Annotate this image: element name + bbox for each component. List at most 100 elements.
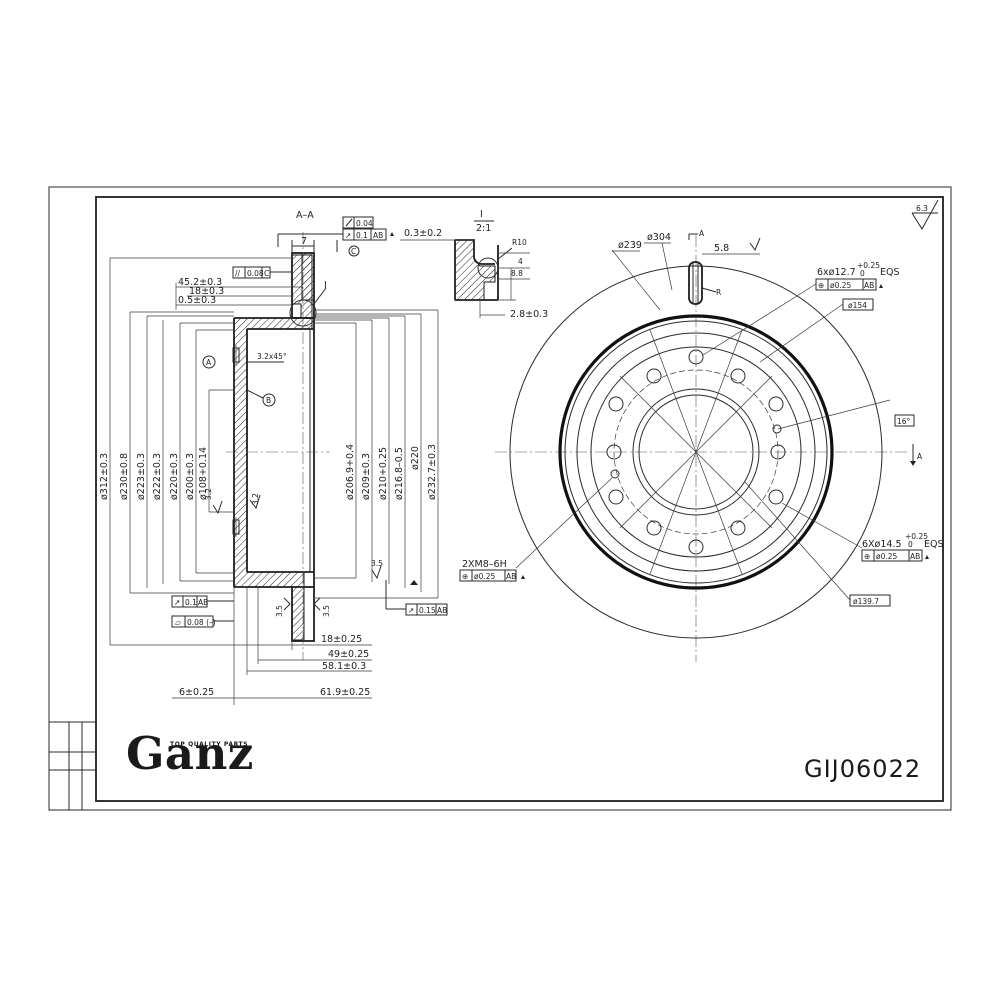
dim-d2069: ø206.9+0.4 [345,444,356,500]
svg-text:▱: ▱ [175,618,181,627]
callout-6x127: 6xø12.7 +0.25 0 EQS ⊕ ø0.25 AB [702,261,900,356]
dim-581: 58.1±0.3 [322,661,366,672]
callout-6x145: 6Xø14.5 +0.25 0 EQS ⊕ ø0.25 AB [781,502,944,562]
rotor-outer [509,265,883,639]
holes-6x145-eqs: EQS [924,539,944,550]
flatness-bottom: 0.08 (–) [187,618,216,627]
small-35-b: 3.5 [275,605,284,617]
detail-dim-88: 8.8 [511,269,523,278]
front-r-label: R [716,288,721,297]
flatness-value: 0.04 [356,219,373,228]
holes-6x127-eqs: EQS [880,267,900,278]
runout-top-value: 0.1 [356,231,368,240]
dim-49: 49±0.25 [328,649,369,660]
dim-d200: ø200±0.3 [185,453,196,500]
datum-b: B [266,396,271,405]
callout-thread: 2XM8–6H ⊕ ø0.25 AB [459,477,613,582]
small-35-a: 3.5 [371,559,383,568]
dim-d210: ø210+0.25 [378,447,389,500]
svg-text:⊕: ⊕ [818,281,824,290]
width-7: 7 [301,236,307,247]
detail-view: I 2:1 R10 4 8.8 0.3±0.2 2.8±0.3 [400,209,548,320]
section-view: A–A I 0.04 [99,210,448,705]
detail-r10: R10 [512,238,527,247]
gdt-right: ↗ 0.15 AB [385,580,448,616]
parallel-value: 0.08 [247,269,264,278]
svg-text:↗: ↗ [174,598,180,607]
dim-d220: ø220±0.3 [169,453,180,500]
datum-a: A [206,358,212,367]
dim-d2168: ø216.8–0.5 [394,447,405,500]
stud-holes [606,349,786,555]
runout-bottom-ref: AB [198,598,208,607]
section-rotor-lower [291,586,305,641]
svg-text:⊕: ⊕ [864,552,870,561]
parallel-ref: C [264,269,269,278]
small-35-c: 3.5 [322,605,331,617]
dim-d223: ø223±0.3 [136,453,147,500]
detail-dim-28: 2.8±0.3 [510,309,548,320]
dim-18: 18±0.3 [189,286,224,297]
parallel-frame: // 0.08 C [232,266,292,279]
detail-label: I [480,209,483,220]
front-d154: ø154 [848,301,867,310]
holes-6x127-tol2: 0 [860,269,865,278]
runout-bottom-value: 0.1 [185,598,197,607]
front-pcd: ø139.7 [853,597,879,606]
thread-ref: AB [506,572,516,581]
pos-tol-1: ø0.25 [830,281,852,290]
svg-text:↗: ↗ [408,606,414,615]
front-d304: ø304 [647,232,671,243]
holes-6x145-tol: +0.25 [905,532,928,541]
surface-left2: 3.2 [251,493,260,505]
runout-top-ref: AB [373,231,383,240]
detail-dim-4: 4 [518,257,523,266]
brand-logo: Ganz [126,727,254,780]
sheet-frame [48,186,952,811]
chamfer-label: 3.2x45° [257,352,287,361]
svg-text:⊕: ⊕ [462,572,468,581]
pos-ref-1: AB [864,281,874,290]
svg-text://: // [235,269,241,278]
detail-dim-03: 0.3±0.2 [404,228,442,239]
top-dimensions: 45.2±0.3 18±0.3 0.5±0.3 [175,277,303,310]
dim-d209: ø209±0.3 [361,453,372,500]
dim-05: 0.5±0.3 [178,295,216,306]
dim-18b: 18±0.25 [321,634,362,645]
dim-d312: ø312±0.3 [99,453,110,500]
section-a-right: A [917,452,923,461]
holes-6x127-tol: +0.25 [857,261,880,270]
rotor-inner-ring [558,314,834,590]
thread-pos: ø0.25 [474,572,496,581]
left-diameter-lines [109,257,292,646]
front-view: R ø239 ø304 A 5.8 6xø12.7 +0.25 0 EQS ⊕ … [459,229,944,662]
datum-c: C [351,247,356,256]
datum-a-bubble [202,355,216,369]
section-a-top: A [699,229,705,238]
gdt-top: 0.04 ↗ 0.1 AB C 7 [277,216,394,257]
dim-452: 45.2±0.3 [178,277,222,288]
front-dim-58: 5.8 [714,243,729,254]
front-angle: 16° [897,417,911,426]
runout-right-ref: AB [437,606,447,615]
pos-ref-2: AB [910,552,920,561]
brand-tagline: TOP QUALITY PARTS [170,741,249,748]
datum-b-bubble [262,393,276,407]
front-thread: 2XM8–6H [462,559,507,570]
bottom-dimensions: 18±0.25 49±0.25 58.1±0.3 6±0.25 61.9±0.2… [172,587,372,705]
dim-d222: ø222±0.3 [152,453,163,500]
section-title: A–A [296,210,314,221]
front-d239: ø239 [618,240,642,251]
dim-d108: ø108+0.14 [198,447,209,500]
surface-left: 3.2 [204,488,213,500]
dim-d2327: ø232.7±0.3 [427,444,438,500]
runout-right-value: 0.15 [419,606,436,615]
hub-bore [632,388,760,516]
holes-6x145: 6Xø14.5 [862,539,902,550]
dim-d220r: ø220 [410,446,421,470]
dim-d230: ø230±0.8 [119,453,130,500]
holes-6x145-tol2: 0 [908,540,913,549]
svg-text:↗: ↗ [345,231,351,240]
dim-6: 6±0.25 [179,687,214,698]
